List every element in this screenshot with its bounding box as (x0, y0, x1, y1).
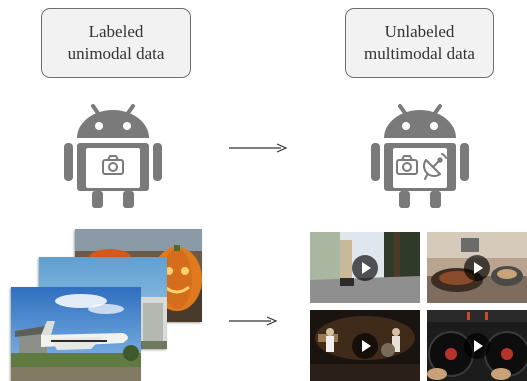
play-button-icon[interactable] (463, 254, 491, 282)
play-button-icon[interactable] (351, 332, 379, 360)
label-line-2: multimodal data (364, 44, 475, 63)
dj-turntable-video[interactable] (427, 310, 527, 381)
labeled-unimodal-data-label: Labeled unimodal data (41, 8, 191, 78)
label-line-2: unimodal data (67, 44, 165, 63)
play-button-icon[interactable] (463, 332, 491, 360)
arrow-right-icon (229, 143, 288, 153)
space-shuttle-photo (11, 287, 141, 381)
satellite-dish-icon (423, 153, 447, 180)
label-line-1: Unlabeled (384, 22, 455, 41)
robot-icon (371, 104, 469, 208)
arrow-right-icon (229, 316, 278, 326)
camera-icon (396, 155, 418, 175)
kitchen-video[interactable] (427, 232, 527, 303)
band-video[interactable] (310, 310, 420, 381)
label-line-1: Labeled (88, 22, 144, 41)
unlabeled-multimodal-data-label: Unlabeled multimodal data (345, 8, 494, 78)
play-button-icon[interactable] (351, 254, 379, 282)
robot-icon (64, 104, 162, 208)
street-video[interactable] (310, 232, 420, 303)
camera-icon (102, 155, 124, 175)
